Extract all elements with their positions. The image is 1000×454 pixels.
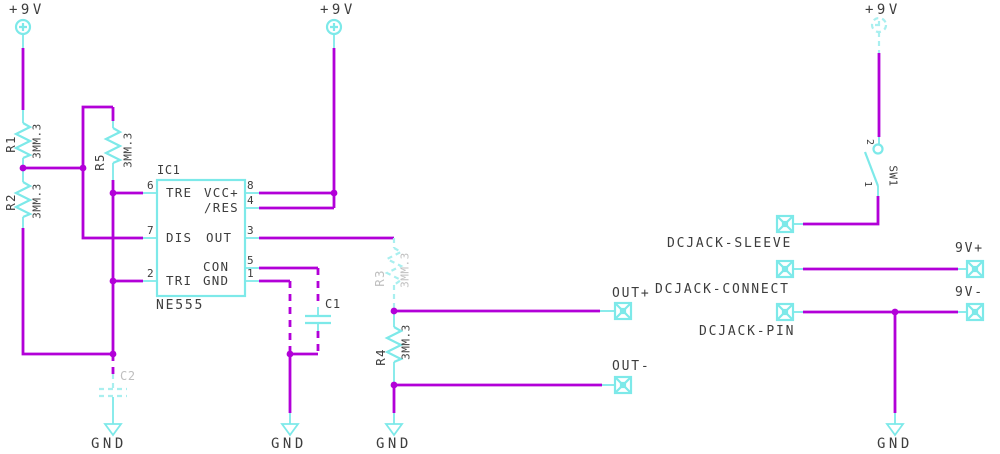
c1-name: C1	[325, 297, 341, 311]
r1-name: R1	[2, 135, 18, 153]
pad-9v-minus	[965, 302, 985, 322]
ic1-pin-label-out: OUT	[206, 230, 233, 245]
r4-value: 3MM.3	[399, 324, 413, 360]
net-label-out-plus: OUT+	[612, 286, 651, 301]
r5-name: R5	[91, 153, 107, 171]
ic1-pin-number-2: 2	[147, 267, 155, 280]
ic1-pin-label-dis: DIS	[166, 230, 193, 245]
ic1-pin-number-7: 7	[147, 224, 155, 237]
supply-label-left: +9V	[9, 2, 45, 18]
ic1-value: NE555	[156, 298, 205, 313]
c2-name: C2	[120, 369, 136, 383]
ic1-pin-number-1: 1	[247, 267, 255, 280]
ic1-pin-label-tre: TRE	[166, 185, 193, 200]
ic1-pin-label-tri: TRI	[166, 273, 193, 288]
pad-out-plus	[613, 301, 633, 321]
ic1-pin-label-gnd: GND	[203, 273, 230, 288]
net-label-dcjack-sleeve: DCJACK-SLEEVE	[667, 236, 793, 251]
pad-out-minus	[613, 375, 633, 395]
gnd-symbol-r4	[384, 413, 404, 437]
junction-dots	[19, 164, 899, 389]
resistor-r3-symbol-ghost	[384, 238, 404, 311]
r1-value: 3MM.3	[30, 123, 44, 159]
net-label-9v-plus: 9V+	[955, 241, 984, 256]
r2-value: 3MM.3	[30, 183, 44, 219]
ic1-ne555-symbol	[143, 178, 259, 298]
r3-name: R3	[371, 269, 387, 287]
supply-plus9v-left-symbol	[14, 18, 32, 48]
supply-plus9v-middle-symbol	[325, 18, 343, 48]
gnd-symbol-middle	[280, 413, 300, 437]
pad-dcjack-connect	[775, 259, 795, 279]
supply-label-right: +9V	[865, 2, 901, 18]
resistor-r5-symbol	[103, 107, 123, 180]
r5-value: 3MM.3	[121, 132, 135, 168]
ic1-pin-number-8: 8	[247, 179, 255, 192]
ic1-pin-label-res: /RES	[204, 200, 239, 215]
gnd-label-middle: GND	[271, 436, 307, 452]
ic1-pin-number-6: 6	[147, 179, 155, 192]
pad-9v-plus	[965, 259, 985, 279]
gnd-symbol-left	[103, 423, 123, 437]
resistor-r2-symbol	[13, 181, 33, 228]
sw1-pin-number-2: 2	[864, 138, 875, 146]
wire-r2-to-rail	[21, 228, 113, 356]
sw1-name: SW1	[886, 165, 900, 187]
r3-value: 3MM.3	[398, 252, 412, 288]
gnd-symbol-right	[885, 413, 905, 437]
pad-dcjack-sleeve	[775, 214, 795, 234]
net-label-dcjack-connect: DCJACK-CONNECT	[655, 282, 790, 297]
r4-name: R4	[372, 348, 388, 366]
net-label-out-minus: OUT-	[612, 359, 651, 374]
net-label-9v-minus: 9V-	[955, 285, 984, 300]
net-label-dcjack-pin: DCJACK-PIN	[699, 324, 796, 339]
ic1-pin-number-5: 5	[247, 254, 255, 267]
pad-dcjack-pin	[775, 302, 795, 322]
wire-sw1-to-sleeve	[803, 196, 880, 226]
ic1-pin-label-con: CON	[203, 259, 230, 274]
capacitor-c1-symbol	[305, 307, 331, 331]
sw1-pin-number-1: 1	[862, 180, 873, 188]
gnd-label-right: GND	[877, 436, 913, 452]
gnd-label-left: GND	[91, 436, 127, 452]
ic1-pin-number-3: 3	[247, 224, 255, 237]
ic1-name: IC1	[157, 163, 181, 177]
r2-name: R2	[2, 193, 18, 211]
supply-label-middle: +9V	[320, 2, 356, 18]
switch-sw1-symbol	[863, 137, 884, 196]
ic1-pin-number-4: 4	[247, 194, 255, 207]
supply-plus9v-right-symbol-ghost	[870, 16, 888, 53]
ic1-pin-label-vcc: VCC+	[204, 185, 239, 200]
gnd-label-r4: GND	[376, 436, 412, 452]
capacitor-c2-symbol-ghost	[99, 374, 127, 424]
